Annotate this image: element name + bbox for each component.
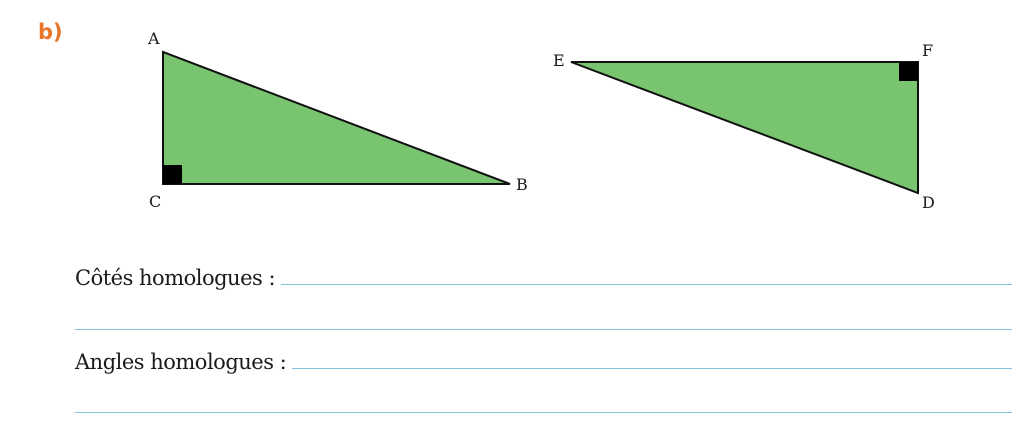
right-angle-marker-c [163,165,182,184]
vertex-label-a: A [147,29,160,48]
sides-answer-line[interactable] [281,283,1012,285]
exercise-part-label: b) [38,20,63,44]
vertex-label-e: E [553,51,565,70]
triangle-efd: E F D [553,41,935,212]
sides-answer-line-2[interactable] [75,329,1012,330]
vertex-label-b: B [516,175,528,194]
angles-answer-line-2[interactable] [75,412,1012,413]
angles-label: Angles homologues : [75,350,287,374]
angles-answer-row: Angles homologues : [75,350,1012,374]
right-angle-marker-f [899,62,918,81]
triangle-abc: A B C [147,29,528,211]
sides-answer-row: Côtés homologues : [75,266,1012,290]
vertex-label-d: D [922,193,935,212]
triangles-figure: A B C E F D [147,29,935,212]
sides-label: Côtés homologues : [75,266,276,290]
vertex-label-c: C [149,192,161,211]
triangle-abc-shape [162,50,511,185]
triangle-efd-shape [570,61,919,195]
angles-answer-line[interactable] [292,367,1012,369]
vertex-label-f: F [922,41,933,60]
